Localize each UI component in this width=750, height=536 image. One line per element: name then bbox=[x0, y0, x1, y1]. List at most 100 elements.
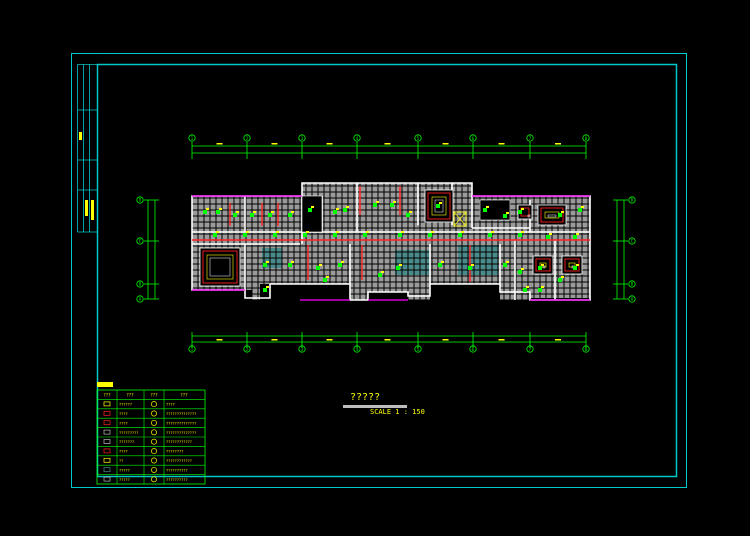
legend-symbol bbox=[103, 410, 111, 416]
light-fixture bbox=[573, 264, 579, 270]
light-fixture bbox=[518, 268, 524, 274]
axis-bubble bbox=[136, 196, 144, 204]
legend-symbol bbox=[151, 410, 157, 417]
light-fixture bbox=[288, 261, 294, 267]
axis-label: C bbox=[139, 239, 142, 244]
legend-symbol bbox=[103, 448, 111, 454]
axis-bubble bbox=[188, 134, 196, 142]
axis-bubble bbox=[298, 134, 306, 142]
light-fixture bbox=[518, 208, 524, 214]
light-fixture bbox=[503, 261, 509, 267]
light-fixture bbox=[363, 231, 369, 237]
light-fixture bbox=[216, 208, 222, 214]
light-fixture bbox=[483, 206, 489, 212]
axis-bubble bbox=[469, 345, 477, 353]
axis-label: A bbox=[139, 297, 142, 302]
legend-description: ???????????? bbox=[166, 459, 192, 463]
light-fixture bbox=[373, 201, 379, 207]
axis-label: 1 bbox=[191, 347, 194, 352]
light-fixture bbox=[396, 264, 402, 270]
light-fixture bbox=[546, 233, 552, 239]
legend-description: ??????? bbox=[119, 440, 134, 444]
light-fixture bbox=[428, 231, 434, 237]
axis-label: 7 bbox=[529, 347, 532, 352]
legend-symbol bbox=[103, 420, 111, 426]
axis-label: 8 bbox=[585, 347, 588, 352]
legend-description: ???????? bbox=[166, 450, 183, 454]
drawing-scale: SCALE 1 : 150 bbox=[370, 408, 425, 416]
legend-description: ?????????? bbox=[166, 478, 188, 482]
inner-frame bbox=[96, 63, 678, 478]
light-fixture bbox=[273, 231, 279, 237]
legend-header: ??? bbox=[126, 393, 134, 398]
light-fixture bbox=[333, 208, 339, 214]
axis-label: B bbox=[139, 282, 142, 287]
light-fixture bbox=[558, 276, 564, 282]
drawing-title: ????? bbox=[350, 392, 381, 403]
legend-table: ????????????????????????????????????????… bbox=[96, 382, 206, 485]
light-fixture bbox=[436, 202, 442, 208]
legend-description: ????? bbox=[119, 468, 130, 472]
light-fixture bbox=[268, 211, 274, 217]
light-fixture bbox=[213, 231, 219, 237]
legend-description: ?????????? bbox=[166, 468, 188, 472]
light-fixture bbox=[338, 261, 344, 267]
legend-description: ?????? bbox=[119, 403, 132, 407]
legend-symbol bbox=[151, 419, 157, 426]
legend-header: ??? bbox=[103, 393, 111, 398]
legend-description: ???? bbox=[166, 403, 175, 407]
axis-label: 5 bbox=[417, 347, 420, 352]
axis-bubble bbox=[243, 345, 251, 353]
axis-bubble bbox=[526, 345, 534, 353]
axis-bubble bbox=[136, 280, 144, 288]
light-fixture bbox=[243, 231, 249, 237]
legend-symbol bbox=[151, 401, 157, 408]
light-fixture bbox=[250, 211, 256, 217]
axis-label: 8 bbox=[585, 136, 588, 141]
legend-symbol bbox=[103, 439, 111, 444]
axis-bubble bbox=[628, 295, 636, 303]
light-fixture bbox=[343, 206, 349, 212]
legend-description: ?????????????? bbox=[166, 421, 196, 425]
axis-label: 4 bbox=[356, 136, 359, 141]
axis-label: 5 bbox=[417, 136, 420, 141]
title-strip bbox=[77, 64, 98, 233]
axis-bubble bbox=[628, 280, 636, 288]
light-fixture bbox=[558, 211, 564, 217]
light-fixture bbox=[263, 286, 269, 292]
title-strip-marks bbox=[79, 132, 94, 220]
axis-bubble bbox=[243, 134, 251, 142]
axis-bubble bbox=[188, 345, 196, 353]
light-fixture bbox=[398, 231, 404, 237]
light-fixture bbox=[203, 208, 209, 214]
axis-bubble bbox=[582, 134, 590, 142]
legend-symbol bbox=[103, 429, 111, 435]
light-fixture bbox=[333, 231, 339, 237]
light-fixture bbox=[488, 231, 494, 237]
legend-symbol bbox=[151, 448, 157, 455]
legend-symbol bbox=[103, 401, 111, 407]
axis-label: D bbox=[631, 198, 634, 203]
light-fixture bbox=[303, 231, 309, 237]
axis-bubble bbox=[469, 134, 477, 142]
legend-description: ???????????? bbox=[166, 440, 192, 444]
axis-bubble bbox=[298, 345, 306, 353]
axis-bubble bbox=[353, 345, 361, 353]
light-fixture bbox=[288, 211, 294, 217]
legend-symbol bbox=[103, 476, 111, 482]
light-fixture bbox=[573, 233, 579, 239]
axis-bubble bbox=[136, 237, 144, 245]
axis-label: A bbox=[631, 297, 634, 302]
legend-header: ??? bbox=[180, 393, 188, 398]
legend-symbol bbox=[103, 467, 111, 473]
axis-label: 2 bbox=[246, 347, 249, 352]
legend-description: ???? bbox=[119, 421, 128, 425]
legend-symbol bbox=[151, 457, 157, 464]
legend-description: ?????????????? bbox=[166, 431, 196, 435]
axis-bubble bbox=[526, 134, 534, 142]
legend-symbol bbox=[151, 476, 157, 483]
legend-description: ????????? bbox=[119, 431, 138, 435]
legend-description: ?????????????? bbox=[166, 412, 196, 416]
